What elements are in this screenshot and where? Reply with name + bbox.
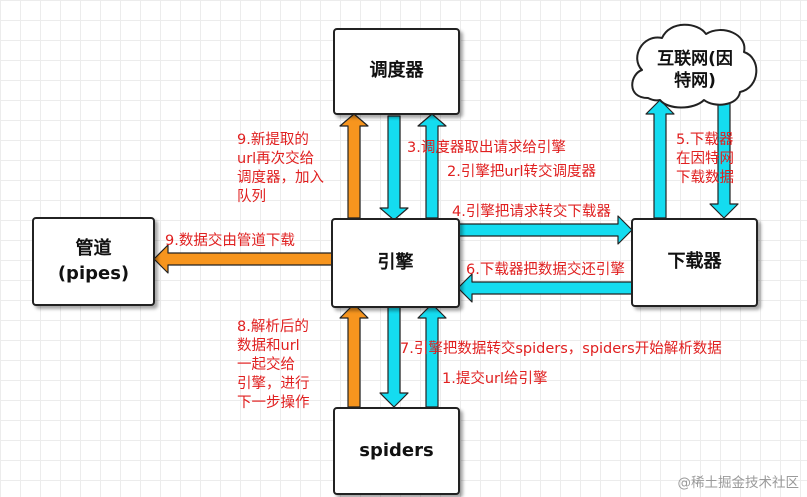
step1-label: 1.提交url给引擎 — [442, 371, 548, 387]
arrow-spiders-to-engine-url — [417, 303, 447, 408]
step6-label: 6.下载器把数据交还引擎 — [466, 262, 625, 278]
arrow-engine-to-scheduler — [417, 113, 447, 219]
arrow-internet-to-downloader — [709, 101, 739, 219]
spiders-node: spiders — [333, 407, 460, 495]
pipeline-label-line2: (pipes) — [57, 262, 130, 284]
downloader-node: 下载器 — [631, 218, 758, 307]
watermark: @稀土掘金技术社区 — [677, 475, 800, 491]
internet-node: 互联网(因 特网) — [640, 40, 750, 100]
internet-cloud-shape — [631, 23, 758, 109]
engine-node: 引擎 — [331, 218, 460, 308]
step8-line3: 一起交给 — [237, 357, 295, 373]
arrow-spiders-to-engine-data — [339, 303, 369, 408]
step8-line1: 8.解析后的 — [237, 319, 309, 335]
step5-label: 5.下载器 在因特网 下载数据 — [676, 131, 734, 188]
internet-label-line1: 互联网(因 — [657, 49, 733, 69]
step8-label: 8.解析后的 数据和url 一起交给 引擎，进行 下一步操作 — [237, 318, 310, 413]
arrow-engine-to-pipeline — [153, 244, 333, 274]
step9-requeue-line4: 队列 — [237, 189, 266, 205]
step9-requeue-label: 9.新提取的 url再次交给 调度器，加入 队列 — [237, 131, 324, 207]
arrow-requeue-to-scheduler — [339, 113, 369, 219]
step9-requeue-line3: 调度器，加入 — [237, 170, 324, 186]
step8-line2: 数据和url — [237, 338, 300, 354]
step5-line3: 下载数据 — [676, 170, 734, 186]
pipeline-label-line1: 管道 — [75, 238, 112, 260]
step9-pipeline-label: 9.数据交由管道下载 — [165, 233, 295, 249]
pipeline-node: 管道 (pipes) — [32, 217, 155, 306]
step5-line1: 5.下载器 — [676, 132, 734, 148]
scheduler-node: 调度器 — [333, 28, 460, 115]
step5-line2: 在因特网 — [676, 151, 734, 167]
arrow-engine-to-spiders — [379, 305, 409, 408]
engine-label: 引擎 — [377, 251, 414, 273]
spiders-label: spiders — [359, 439, 434, 461]
downloader-label: 下载器 — [667, 251, 722, 273]
arrow-scheduler-to-engine — [379, 115, 409, 221]
step8-line5: 下一步操作 — [237, 395, 310, 411]
scheduler-label: 调度器 — [369, 60, 424, 82]
step3-label: 3.调度器取出请求给引擎 — [407, 140, 566, 156]
step9-requeue-line2: url再次交给 — [237, 151, 315, 167]
step2-label: 2.引擎把url转交调度器 — [447, 164, 597, 180]
arrow-engine-to-downloader — [457, 215, 633, 245]
arrow-downloader-to-internet — [645, 99, 675, 219]
step4-label: 4.引擎把请求转交下载器 — [452, 204, 611, 220]
internet-label-line2: 特网) — [674, 71, 716, 91]
step7-label: 7.引擎把数据转交spiders，spiders开始解析数据 — [400, 341, 722, 357]
arrow-downloader-to-engine — [457, 273, 633, 303]
step9-requeue-line1: 9.新提取的 — [237, 132, 309, 148]
step8-line4: 引擎，进行 — [237, 376, 310, 392]
